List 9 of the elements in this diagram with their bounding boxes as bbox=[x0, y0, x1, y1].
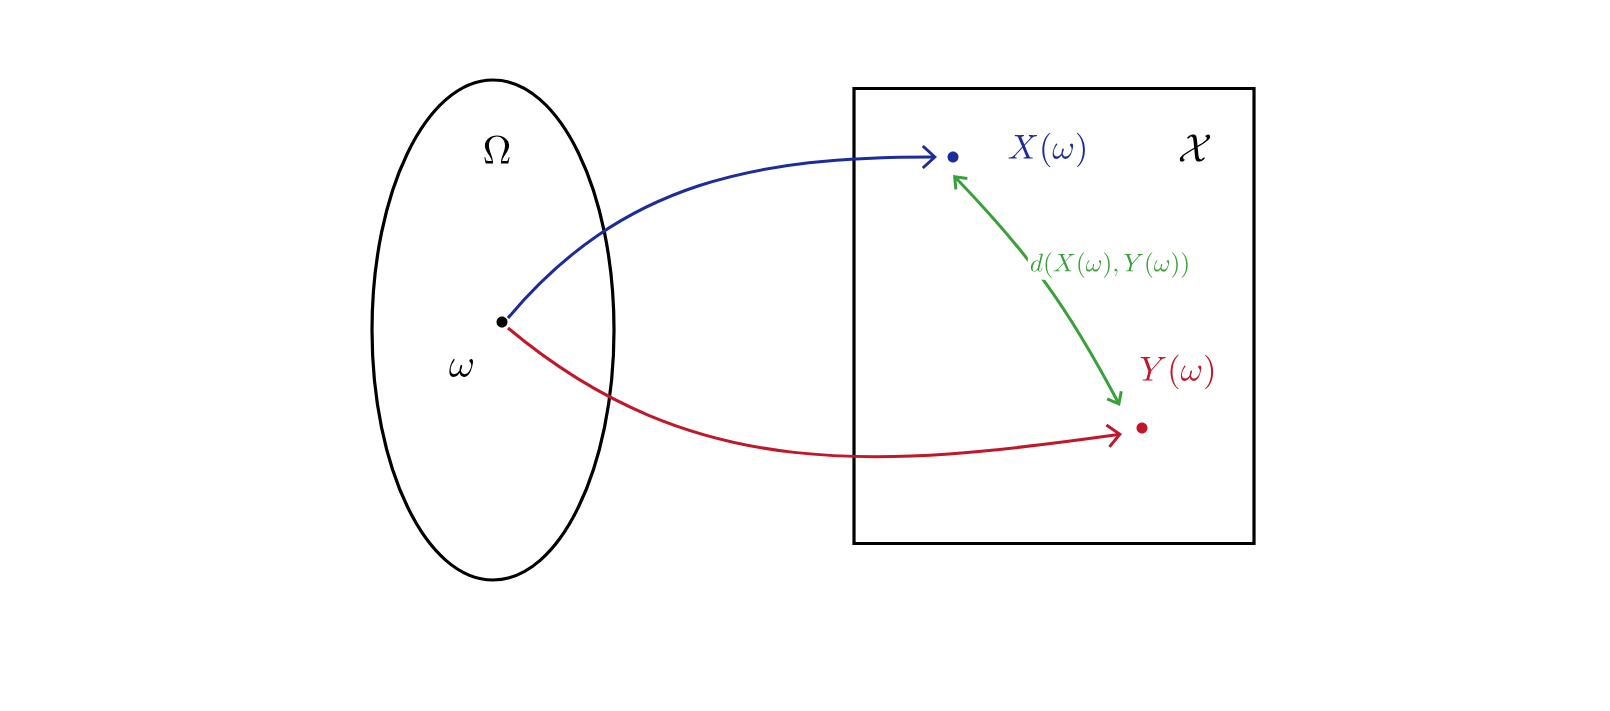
math-label: $X(\omega)$ bbox=[1008, 132, 1085, 168]
edge-label: $d(X(\omega), Y(\omega))$ bbox=[1027, 250, 1193, 280]
arrow bbox=[506, 144, 937, 319]
math-label: $\Omega$ bbox=[484, 135, 510, 164]
math-label: $\omega$ bbox=[449, 358, 473, 377]
arrow bbox=[953, 175, 1123, 406]
math-label: $Y(\omega)$ bbox=[1140, 354, 1214, 390]
math-label: $\mathcal{X}$ bbox=[1179, 134, 1211, 162]
arrow bbox=[507, 326, 1122, 458]
